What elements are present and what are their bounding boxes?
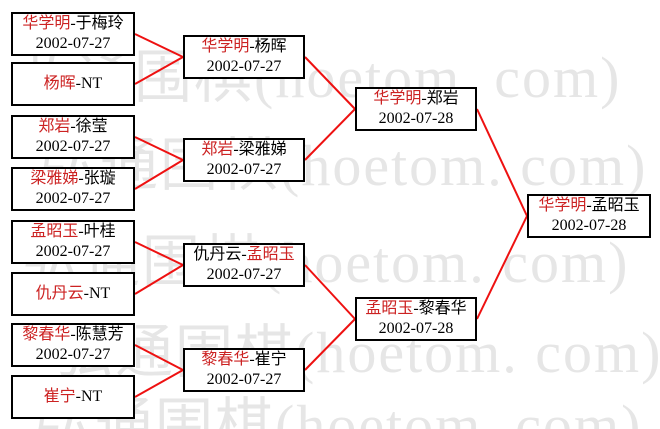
match-date: 2002-07-28 — [378, 110, 454, 127]
name-separator: - — [249, 351, 255, 368]
match-box: 华学明-孟昭玉 2002-07-28 — [527, 194, 651, 238]
connector-line — [134, 344, 184, 371]
match-date: 2002-07-27 — [206, 266, 282, 283]
match-box: 杨晖-NT — [11, 62, 135, 106]
name-separator: - — [75, 388, 81, 405]
player1-name: 郑岩 — [38, 118, 71, 135]
name-separator: - — [70, 15, 76, 32]
player1-name: 杨晖 — [43, 75, 76, 92]
match-date: 2002-07-28 — [378, 320, 454, 337]
player1-name: 郑岩 — [201, 141, 234, 158]
match-box: 黎春华-崔宁 2002-07-27 — [183, 348, 305, 392]
player1-name: 仇丹云 — [193, 246, 242, 263]
player1-name: 黎春华 — [201, 351, 250, 368]
name-separator: - — [249, 38, 255, 55]
connector-line — [134, 264, 184, 295]
name-separator: - — [233, 141, 239, 158]
player1-name: 华学明 — [201, 38, 250, 55]
name-separator: - — [70, 326, 76, 343]
connector-line — [476, 108, 528, 217]
connector-line — [476, 215, 528, 320]
player2-name: 徐莹 — [75, 118, 108, 135]
name-separator: - — [78, 223, 84, 240]
connector-line — [134, 56, 184, 85]
player2-name: 梁雅娣 — [238, 141, 287, 158]
connector-line — [304, 318, 356, 371]
player1-name: 华学明 — [22, 15, 71, 32]
player2-name: 崔宁 — [254, 351, 287, 368]
connector-line — [134, 33, 184, 58]
name-separator: - — [421, 90, 427, 107]
name-separator: - — [413, 300, 419, 317]
name-separator: - — [75, 75, 81, 92]
watermark-text: 弘通围棋(hoetom. com)弘通围棋(hoetom. com) — [35, 393, 643, 429]
match-date: 2002-07-27 — [35, 138, 111, 155]
match-date: 2002-07-27 — [35, 190, 111, 207]
connector-line — [304, 108, 356, 161]
name-separator: - — [83, 285, 89, 302]
player1-name: 梁雅娣 — [30, 170, 79, 187]
player1-name: 华学明 — [538, 197, 587, 214]
player1-name: 黎春华 — [22, 326, 71, 343]
match-box: 黎春华-陈慧芳 2002-07-27 — [11, 323, 135, 367]
match-box: 华学明-于梅玲 2002-07-27 — [11, 12, 135, 56]
player1-name: 孟昭玉 — [365, 300, 414, 317]
player2-name: NT — [81, 388, 103, 405]
match-date: 2002-07-27 — [35, 346, 111, 363]
match-box: 仇丹云-NT — [11, 272, 135, 316]
match-date: 2002-07-28 — [551, 217, 627, 234]
connector-line — [134, 369, 184, 398]
match-box: 仇丹云-孟昭玉 2002-07-27 — [183, 243, 305, 287]
player1-name: 孟昭玉 — [30, 223, 79, 240]
player1-name: 崔宁 — [43, 388, 76, 405]
match-box: 郑岩-徐莹 2002-07-27 — [11, 115, 135, 159]
player1-name: 仇丹云 — [35, 285, 84, 302]
match-box: 梁雅娣-张璇 2002-07-27 — [11, 167, 135, 211]
player2-name: 黎春华 — [418, 300, 467, 317]
name-separator: - — [78, 170, 84, 187]
match-date: 2002-07-27 — [206, 161, 282, 178]
player2-name: 张璇 — [83, 170, 116, 187]
player2-name: 孟昭玉 — [246, 246, 295, 263]
player2-name: 杨晖 — [254, 38, 287, 55]
match-box: 崔宁-NT — [11, 375, 135, 419]
connector-line — [134, 136, 184, 161]
match-box: 华学明-杨晖 2002-07-27 — [183, 35, 305, 79]
player2-name: 于梅玲 — [75, 15, 124, 32]
match-date: 2002-07-27 — [35, 243, 111, 260]
name-separator: - — [241, 246, 247, 263]
match-box: 华学明-郑岩 2002-07-28 — [355, 87, 477, 131]
player2-name: 叶桂 — [83, 223, 116, 240]
match-date: 2002-07-27 — [206, 371, 282, 388]
match-date: 2002-07-27 — [35, 35, 111, 52]
name-separator: - — [586, 197, 592, 214]
connector-line — [134, 241, 184, 266]
player1-name: 华学明 — [373, 90, 422, 107]
match-box: 孟昭玉-黎春华 2002-07-28 — [355, 297, 477, 341]
player2-name: NT — [81, 75, 103, 92]
match-date: 2002-07-27 — [206, 58, 282, 75]
name-separator: - — [70, 118, 76, 135]
connector-line — [134, 159, 184, 190]
player2-name: 孟昭玉 — [591, 197, 640, 214]
connector-line — [304, 264, 356, 320]
player2-name: 陈慧芳 — [75, 326, 124, 343]
player2-name: NT — [89, 285, 111, 302]
connector-line — [304, 56, 356, 110]
match-box: 郑岩-梁雅娣 2002-07-27 — [183, 138, 305, 182]
player2-name: 郑岩 — [426, 90, 459, 107]
match-box: 孟昭玉-叶桂 2002-07-27 — [11, 220, 135, 264]
